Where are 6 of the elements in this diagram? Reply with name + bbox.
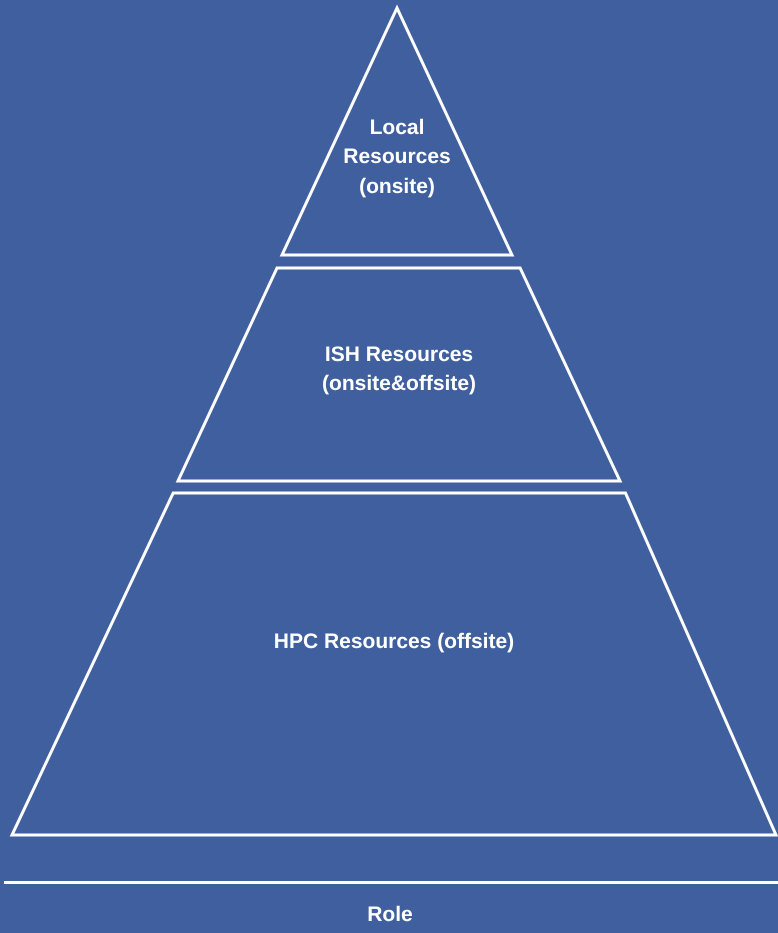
tier-label: ISH Resources (onsite&offsite) — [321, 342, 477, 398]
axis-label: Role — [366, 902, 414, 928]
pyramid-tier — [178, 268, 620, 481]
tier-label: Local Resources (onsite) — [342, 115, 452, 200]
tier-label: HPC Resources (offsite) — [272, 629, 516, 655]
pyramid-tier — [12, 493, 776, 835]
